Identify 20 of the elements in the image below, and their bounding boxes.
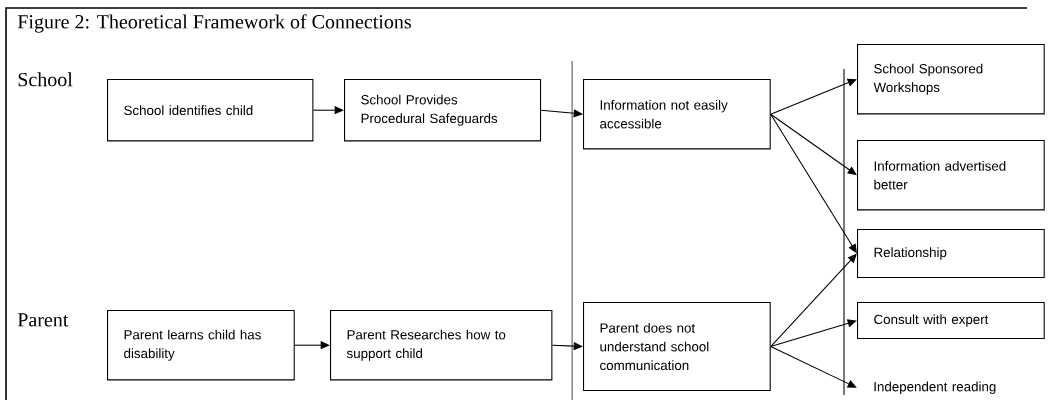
process-box: Information not easily accessible [583,79,771,150]
row-label: Parent [17,313,69,327]
row-label: School [18,72,73,87]
outcome-text: Independent reading [874,381,996,394]
arrow [312,106,344,115]
process-box: School Provides Procedural Safeguards [344,79,542,142]
process-box: Parent Researches how to support child [330,310,553,381]
process-box: Consult with expert [857,302,1045,340]
process-box: School Sponsored Workshops [857,44,1045,115]
figure-title: Figure 2: Theoretical Framework of Connections [17,14,411,33]
process-box: Relationship [857,229,1045,279]
process-box: Parent does not understand school communication [583,302,771,392]
arrow [294,341,330,350]
process-box: Parent learns child has disability [107,310,295,381]
process-box: Information advertised better [857,140,1045,211]
arrow [540,109,583,118]
arrow [770,319,857,348]
process-box: School identifies child [107,79,314,142]
arrow [770,346,857,388]
arrow [770,78,857,115]
